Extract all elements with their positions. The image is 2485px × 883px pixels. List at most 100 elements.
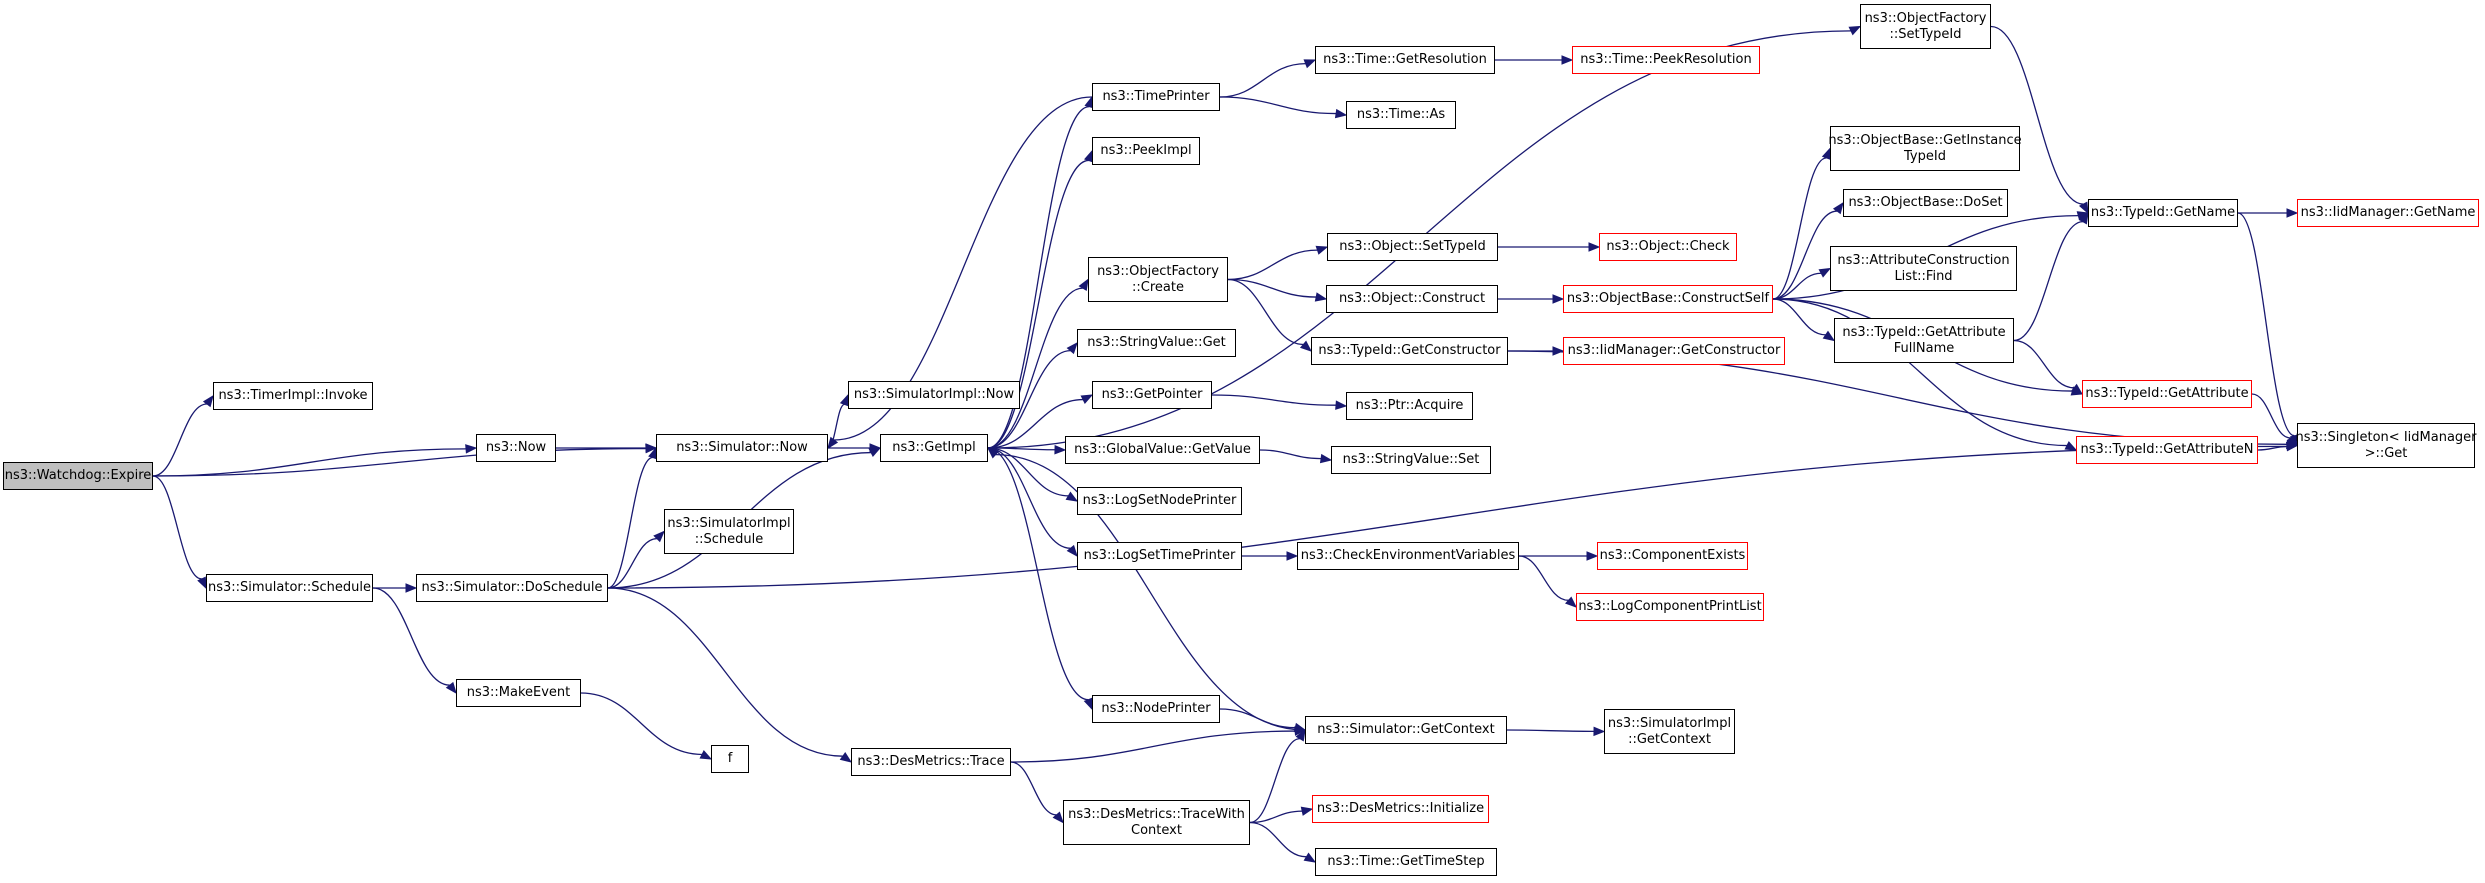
edge-objectbase-constructself-to-objectbase-getinstancetypeid — [1772, 157, 1827, 300]
node-label: ::GetContext — [1628, 731, 1711, 747]
node-typeid-getattribute[interactable]: ns3::TypeId::GetAttribute — [2082, 380, 2252, 408]
edge-simulator-doschedule-to-simulator-now — [607, 456, 653, 589]
edge-objectfactory-create-to-object-settypeid — [1227, 249, 1318, 281]
node-label: ns3::DesMetrics::Trace — [857, 754, 1005, 769]
node-time-peekresolution[interactable]: ns3::Time::PeekResolution — [1572, 46, 1760, 74]
edge-arrowhead — [2286, 441, 2299, 452]
edge-arrowhead — [1315, 245, 1329, 255]
node-label: ns3::LogSetNodePrinter — [1082, 493, 1237, 508]
edge-objectbase-constructself-to-attributeconstructionlist-find — [1772, 272, 1822, 300]
node-typeid-getattributen[interactable]: ns3::TypeId::GetAttributeN — [2076, 436, 2258, 464]
node-stringvalue-set[interactable]: ns3::StringValue::Set — [1331, 446, 1491, 474]
edge-arrowhead — [1314, 292, 1328, 302]
node-label: ns3::TimerImpl::Invoke — [218, 388, 368, 403]
edge-watchdog-expire-to-simulator-now — [152, 447, 647, 477]
edge-arrowhead — [2286, 434, 2298, 447]
node-label: ns3::StringValue::Set — [1342, 452, 1480, 467]
edge-getimpl-to-objectfactory-create — [987, 287, 1083, 449]
edge-arrowhead — [202, 394, 214, 408]
node-object-check[interactable]: ns3::Object::Check — [1599, 233, 1737, 261]
node-label: ns3::Object::SetTypeId — [1339, 239, 1486, 254]
node-ptr-acquire[interactable]: ns3::Ptr::Acquire — [1346, 392, 1473, 420]
node-simulator-now[interactable]: ns3::Simulator::Now — [656, 434, 828, 462]
edge-objectbase-constructself-to-typeid-getattributen — [1772, 298, 2068, 447]
node-object-construct[interactable]: ns3::Object::Construct — [1326, 285, 1498, 313]
node-label: TypeId — [1904, 148, 1946, 164]
edge-simulator-doschedule-to-simulatorimpl-schedule — [607, 537, 658, 589]
node-objectfactory-create[interactable]: ns3::ObjectFactory::Create — [1088, 257, 1228, 302]
node-simulatorimpl-schedule[interactable]: ns3::SimulatorImpl::Schedule — [664, 509, 794, 554]
node-label: ns3::SimulatorImpl::Now — [853, 387, 1015, 402]
node-makeevent[interactable]: ns3::MakeEvent — [456, 679, 581, 707]
edge-arrowhead — [1334, 108, 1348, 119]
node-label: ns3::CheckEnvironmentVariables — [1300, 548, 1516, 563]
node-nodeprinter[interactable]: ns3::NodePrinter — [1092, 695, 1220, 723]
node-label: ns3::MakeEvent — [466, 685, 571, 700]
node-f[interactable]: f — [711, 745, 749, 773]
node-time-as[interactable]: ns3::Time::As — [1346, 101, 1456, 129]
edge-typeid-getname-to-singleton-get — [2237, 212, 2295, 437]
node-getpointer[interactable]: ns3::GetPointer — [1092, 381, 1212, 409]
node-label: ns3::Time::GetResolution — [1323, 52, 1487, 67]
edge-arrowhead — [827, 436, 839, 450]
node-timeprinter[interactable]: ns3::TimePrinter — [1092, 83, 1220, 111]
edge-arrowhead — [1552, 294, 1565, 304]
edge-arrowhead — [839, 752, 853, 763]
node-checkenvironmentvariables[interactable]: ns3::CheckEnvironmentVariables — [1297, 542, 1519, 570]
node-label: ns3::ObjectBase::GetInstance — [1828, 132, 2022, 148]
node-simulator-getcontext[interactable]: ns3::Simulator::GetContext — [1305, 716, 1507, 744]
node-typeid-getname[interactable]: ns3::TypeId::GetName — [2088, 199, 2238, 227]
node-iidmanager-getname[interactable]: ns3::IidManager::GetName — [2297, 199, 2479, 227]
edge-arrowhead — [1303, 59, 1317, 69]
node-time-getresolution[interactable]: ns3::Time::GetResolution — [1315, 46, 1495, 74]
node-componentexists[interactable]: ns3::ComponentExists — [1597, 542, 1748, 570]
node-objectfactory-settypeid[interactable]: ns3::ObjectFactory::SetTypeId — [1860, 4, 1991, 49]
node-time-gettimestep[interactable]: ns3::Time::GetTimeStep — [1315, 848, 1497, 876]
edge-arrowhead — [2078, 211, 2089, 225]
node-objectbase-doset[interactable]: ns3::ObjectBase::DoSet — [1843, 189, 2008, 217]
node-label: ns3::ObjectBase::ConstructSelf — [1566, 291, 1770, 306]
node-label: ns3::NodePrinter — [1101, 701, 1211, 716]
edge-arrowhead — [1286, 551, 1299, 561]
node-simulatorimpl-now[interactable]: ns3::SimulatorImpl::Now — [848, 381, 1020, 409]
edge-arrowhead — [699, 750, 713, 760]
node-timerimpl-invoke[interactable]: ns3::TimerImpl::Invoke — [213, 382, 373, 410]
edge-arrowhead — [1832, 201, 1844, 215]
node-desmetrics-initialize[interactable]: ns3::DesMetrics::Initialize — [1312, 795, 1489, 823]
edge-arrowhead — [1319, 453, 1333, 464]
edge-arrowhead — [1300, 806, 1314, 816]
edge-arrowhead — [1335, 400, 1348, 410]
edge-arrowhead — [1822, 330, 1836, 342]
node-singleton-get[interactable]: ns3::Singleton< IidManager>::Get — [2296, 423, 2477, 468]
node-globalvalue-getvalue[interactable]: ns3::GlobalValue::GetValue — [1065, 436, 1260, 464]
edge-arrowhead — [1848, 25, 1862, 36]
node-logcomponentprintlist[interactable]: ns3::LogComponentPrintList — [1576, 593, 1764, 621]
node-objectbase-constructself[interactable]: ns3::ObjectBase::ConstructSelf — [1563, 285, 1773, 313]
node-iidmanager-getconstructor[interactable]: ns3::IidManager::GetConstructor — [1563, 337, 1785, 365]
node-simulator-doschedule[interactable]: ns3::Simulator::DoSchedule — [416, 574, 608, 602]
node-label: ns3::GetPointer — [1101, 387, 1203, 402]
node-label: ns3::Time::PeekResolution — [1580, 52, 1752, 67]
edge-arrowhead — [1065, 491, 1079, 502]
edge-arrowhead — [1054, 444, 1067, 455]
node-now[interactable]: ns3::Now — [476, 434, 556, 462]
node-getimpl[interactable]: ns3::GetImpl — [880, 434, 988, 462]
node-simulatorimpl-getcontext[interactable]: ns3::SimulatorImpl::GetContext — [1604, 709, 1735, 754]
node-object-settypeid[interactable]: ns3::Object::SetTypeId — [1327, 233, 1498, 261]
edge-arrowhead — [197, 576, 207, 590]
node-peekimpl[interactable]: ns3::PeekImpl — [1092, 137, 1200, 165]
edge-arrowhead — [1294, 726, 1307, 736]
node-label: ns3::Object::Construct — [1338, 291, 1486, 306]
node-logsetnodeprinter[interactable]: ns3::LogSetNodePrinter — [1077, 487, 1242, 515]
node-label: ns3::ObjectFactory — [1097, 263, 1219, 279]
node-typeid-getconstructor[interactable]: ns3::TypeId::GetConstructor — [1311, 337, 1508, 365]
node-label: ns3::AttributeConstruction — [1837, 252, 2010, 268]
node-logsettimeprinter[interactable]: ns3::LogSetTimePrinter — [1077, 542, 1242, 570]
node-stringvalue-get[interactable]: ns3::StringValue::Get — [1077, 329, 1236, 357]
node-simulator-schedule[interactable]: ns3::Simulator::Schedule — [206, 574, 373, 602]
node-desmetrics-trace[interactable]: ns3::DesMetrics::Trace — [851, 748, 1011, 776]
